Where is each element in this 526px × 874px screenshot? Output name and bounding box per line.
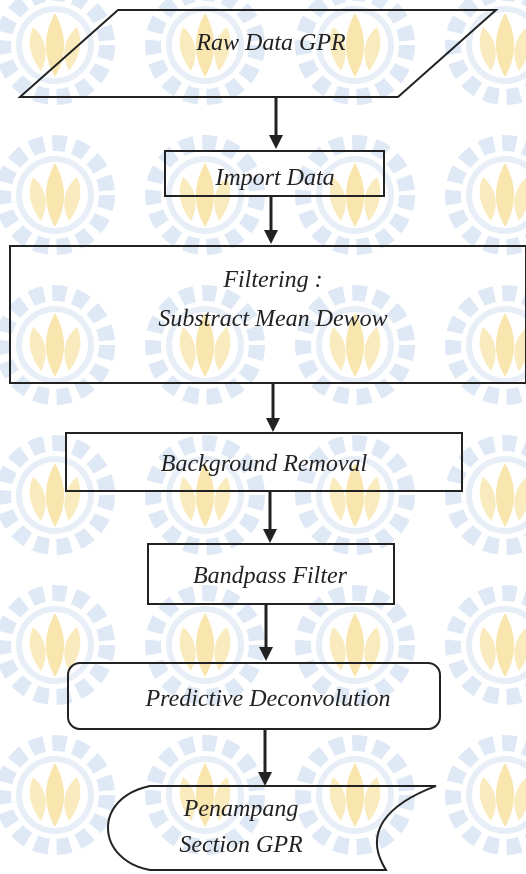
step-label-line-1: Filtering : bbox=[222, 267, 322, 293]
step-penampang-section-gpr: Penampang Section GPR bbox=[107, 785, 437, 871]
rectangle-shape bbox=[164, 150, 385, 197]
step-label: Bandpass Filter bbox=[193, 563, 348, 589]
step-label: Predictive Deconvolution bbox=[144, 686, 390, 712]
step-label-line-1: Penampang bbox=[183, 796, 299, 822]
step-label-line-2: Substract Mean Dewow bbox=[158, 306, 387, 332]
step-label-line-2: Section GPR bbox=[179, 832, 303, 858]
rectangle-shape bbox=[9, 245, 526, 384]
step-filtering: Filtering : Substract Mean Dewow bbox=[9, 245, 526, 384]
step-label: Raw Data GPR bbox=[195, 30, 346, 56]
step-label: Import Data bbox=[214, 165, 334, 191]
rectangle-shape bbox=[147, 543, 395, 605]
step-label: Background Removal bbox=[161, 451, 368, 477]
display-shape bbox=[107, 785, 437, 871]
step-raw-data-gpr: Raw Data GPR bbox=[17, 9, 499, 98]
step-predictive-deconvolution: Predictive Deconvolution bbox=[67, 662, 441, 730]
parallelogram-shape bbox=[17, 9, 499, 98]
rounded-rectangle-shape bbox=[67, 662, 441, 730]
rectangle-shape bbox=[65, 432, 463, 492]
step-import-data: Import Data bbox=[164, 150, 385, 197]
step-background-removal: Background Removal bbox=[65, 432, 463, 492]
step-bandpass-filter: Bandpass Filter bbox=[147, 543, 395, 605]
